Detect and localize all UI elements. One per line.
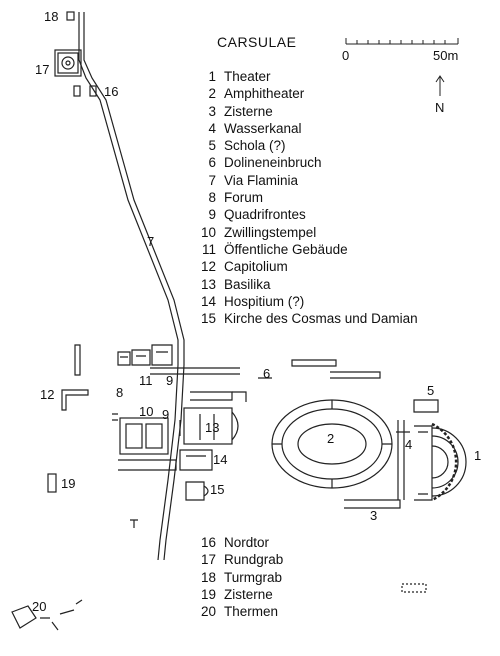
scale-start-label: 0 [342, 48, 350, 63]
public-buildings-outline [117, 344, 173, 366]
map-label-schola: 5 [427, 383, 435, 398]
map-label-basilika: 13 [205, 420, 220, 435]
church-outline [185, 481, 209, 501]
north-label: N [435, 100, 445, 115]
map-label-forum: 8 [116, 385, 124, 400]
map-label-oeffentliche-gebaeude: 11 [139, 373, 153, 388]
schola-outline [413, 399, 439, 413]
twin-temples-outline [118, 417, 177, 471]
amphitheater-outline [271, 399, 393, 489]
zisterne-outline [344, 499, 401, 509]
doline-outline [232, 377, 272, 402]
turmgrab-marker [66, 11, 75, 21]
north-arrow [435, 75, 445, 96]
map-label-via-flaminia: 7 [147, 234, 155, 249]
basilika-outline [183, 391, 239, 445]
map-label-quadrifrontes-north: 9 [166, 373, 174, 388]
map-label-amphitheater: 2 [327, 431, 335, 446]
map-label-zwillingstempel: 10 [139, 404, 154, 419]
zisterne-19-marker [47, 473, 57, 493]
map-label-quadrifrontes-south: 9 [162, 407, 170, 422]
map-label-zisterne-3: 3 [370, 508, 378, 523]
nordtor-marker [73, 85, 97, 97]
map-label-rundgrab: 17 [35, 62, 50, 77]
map-label-theater: 1 [474, 448, 482, 463]
capitolium-outline [61, 344, 89, 411]
map-label-nordtor: 16 [104, 84, 119, 99]
via-flaminia-road [78, 12, 240, 561]
map-label-hospitium: 14 [213, 452, 228, 467]
map-label-kirche: 15 [210, 482, 225, 497]
map-label-zisterne-19: 19 [61, 476, 76, 491]
map-title: CARSULAE [217, 34, 297, 50]
map-label-wasserkanal: 4 [405, 437, 413, 452]
hospitium-outline [179, 449, 213, 471]
scale-bar [345, 38, 459, 45]
wasserkanal-outline [396, 420, 410, 500]
theater-outline [414, 422, 467, 502]
rundgrab-marker [54, 49, 82, 77]
scale-end-label: 50m [433, 48, 459, 63]
map-label-capitolium: 12 [40, 387, 55, 402]
thermen-outline [11, 599, 83, 631]
map-label-thermen: 20 [32, 599, 47, 614]
map-label-dolineneinbruch: 6 [263, 366, 271, 381]
map-label-turmgrab: 18 [44, 9, 59, 24]
